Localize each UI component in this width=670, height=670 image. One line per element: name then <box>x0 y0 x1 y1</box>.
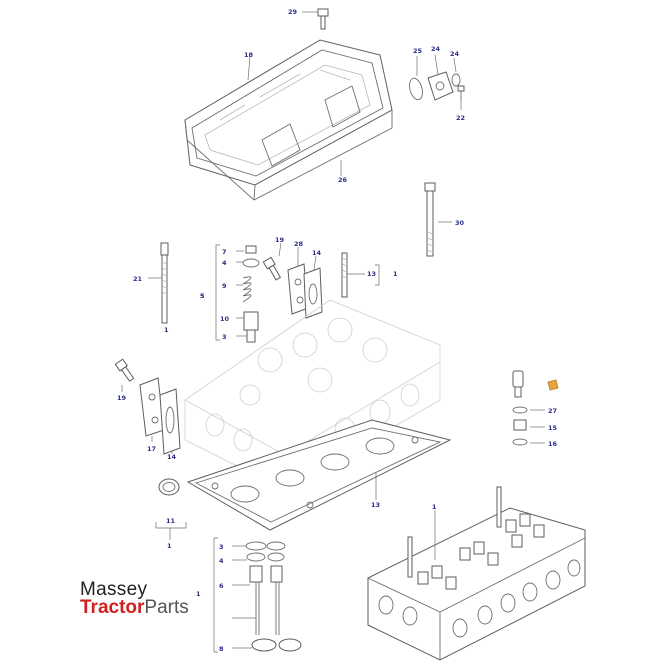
callout-14b: 14 <box>167 453 177 461</box>
callout-5b: 5 <box>200 292 205 300</box>
callout-10: 10 <box>220 315 230 323</box>
callout-21: 21 <box>133 275 143 283</box>
callout-9: 9 <box>222 282 227 290</box>
head-gasket <box>186 419 452 531</box>
callout-1e: 1 <box>432 503 437 511</box>
callout-28: 28 <box>294 240 304 248</box>
callout-1d: 1 <box>196 590 201 598</box>
callout-14a: 14 <box>312 249 322 257</box>
callout-18: 18 <box>244 51 254 59</box>
callout-4b: 4 <box>219 557 224 565</box>
callout-27: 27 <box>548 407 557 415</box>
callout-19b: 19 <box>117 394 127 402</box>
callout-13a: 13 <box>367 270 376 278</box>
callout-labels: 29 18 25 24 24 22 26 30 21 7 4 9 10 3 5 … <box>117 8 558 653</box>
callout-8: 8 <box>219 645 224 653</box>
callout-3: 3 <box>222 333 227 341</box>
oil-filler-assembly <box>409 54 465 110</box>
callout-24a: 24 <box>431 45 441 53</box>
callout-13b: 13 <box>371 501 380 509</box>
callout-1b: 1 <box>164 326 169 334</box>
callout-16: 16 <box>548 440 558 448</box>
head-stud <box>148 242 169 324</box>
callout-24b: 24 <box>450 50 460 58</box>
brand-logo: Massey TractorParts <box>80 579 189 618</box>
valve-spring-group <box>215 244 260 343</box>
callout-1c: 1 <box>167 542 172 550</box>
callout-26: 26 <box>338 176 348 184</box>
callout-3b: 3 <box>219 543 224 551</box>
callout-17: 17 <box>147 445 156 453</box>
injector-bracket-group <box>262 242 323 319</box>
seal-ring <box>155 478 187 540</box>
callout-6: 6 <box>219 582 224 590</box>
callout-29: 29 <box>288 8 298 16</box>
logo-line-2: TractorParts <box>80 597 189 618</box>
head-stud-right <box>341 252 380 298</box>
callout-11: 11 <box>166 517 176 525</box>
left-bracket-group <box>114 358 181 455</box>
callout-5: 5 <box>200 292 205 300</box>
logo-line-1: Massey <box>80 579 148 600</box>
callout-19a: 19 <box>275 236 285 244</box>
callout-15: 15 <box>548 424 558 432</box>
callout-25: 25 <box>413 47 423 55</box>
logo-parts-text: Parts <box>144 597 189 618</box>
callout-30: 30 <box>455 219 465 227</box>
cylinder-head-bolt-long <box>424 182 452 257</box>
rocker-cover <box>184 39 393 201</box>
callout-22: 22 <box>456 114 465 122</box>
assembled-valve-springs <box>417 513 545 590</box>
rocker-cover-bolt <box>302 8 329 30</box>
cylinder-head-assembly <box>367 486 586 661</box>
callout-1a: 1 <box>393 270 398 278</box>
callout-7: 7 <box>222 248 227 256</box>
logo-tractor-text: Tractor <box>80 597 145 618</box>
temperature-sensor-group <box>512 370 559 446</box>
valve-group-lower <box>213 537 302 653</box>
callout-4: 4 <box>222 259 227 267</box>
